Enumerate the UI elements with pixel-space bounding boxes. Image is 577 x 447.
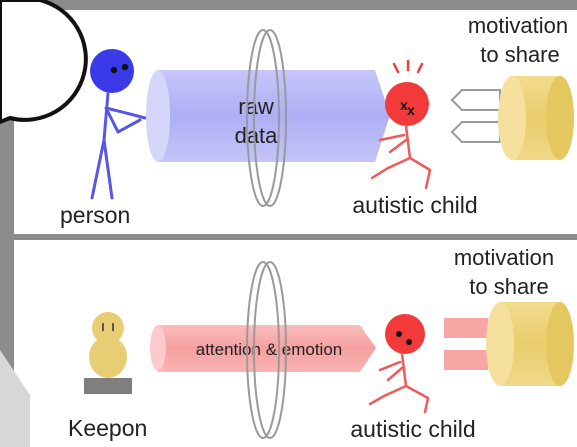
- motivation-cylinder-top: [498, 76, 574, 160]
- attention-emotion-label: attention & emotion: [196, 340, 342, 359]
- motivation-label-top-line2: to share: [480, 42, 560, 67]
- svg-text:x: x: [400, 97, 408, 113]
- filter-ring-bottom: [246, 261, 287, 439]
- person-label: person: [60, 202, 130, 228]
- attention-emotion-channel: [150, 325, 376, 372]
- slide-corner-decoration: [0, 0, 88, 125]
- child-label-bottom: autistic child: [350, 416, 475, 442]
- child-figure-overloaded: x x: [370, 59, 432, 190]
- person-figure: [90, 49, 147, 200]
- slide-edge-decoration: [0, 350, 30, 447]
- motivation-label-bottom-line1: motivation: [454, 245, 554, 270]
- keepon-label: Keepon: [68, 415, 147, 441]
- sharing-arrows: [444, 318, 488, 370]
- raw-data-label-line2: data: [235, 123, 279, 148]
- svg-text:x: x: [407, 102, 415, 118]
- motivation-cylinder-bottom: [486, 302, 574, 386]
- raw-data-label-line1: raw: [238, 94, 274, 119]
- top-panel: person raw data x x: [14, 10, 577, 234]
- filter-ring: [246, 29, 287, 207]
- motivation-label-top-line1: motivation: [468, 13, 568, 38]
- bottom-panel: Keepon attention & emotion: [14, 240, 577, 447]
- child-figure-engaged: [368, 314, 430, 414]
- raw-data-channel: [146, 70, 390, 162]
- keepon-robot: [84, 312, 132, 394]
- motivation-label-bottom-line2: to share: [469, 274, 549, 299]
- child-label-top: autistic child: [352, 192, 477, 218]
